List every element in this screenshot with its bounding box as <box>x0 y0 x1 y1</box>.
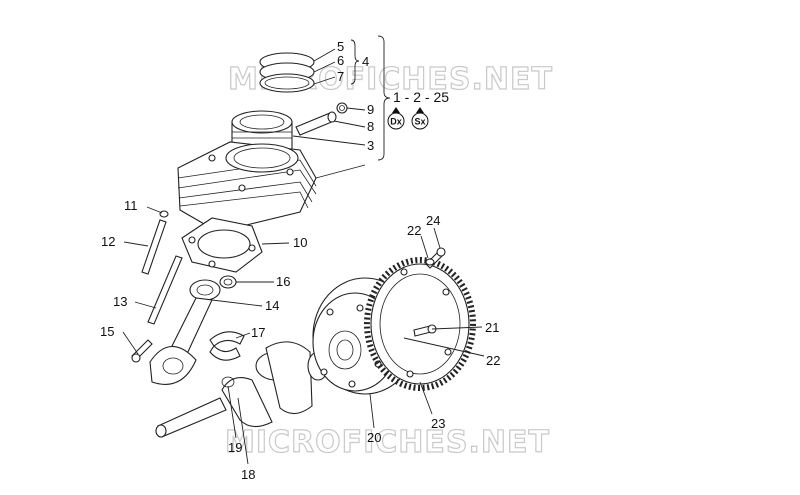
callout-5: 5 <box>337 39 344 54</box>
watermark-bottom: MICROFICHES.NET <box>225 425 550 460</box>
small-end-bushing <box>219 275 237 289</box>
bearing-shells <box>209 331 245 361</box>
callout-21: 21 <box>485 320 499 335</box>
sx-arrow-icon <box>416 107 424 113</box>
piston-pin <box>295 111 337 136</box>
leader-lines <box>122 48 485 465</box>
callout-8: 8 <box>367 119 374 134</box>
group-reference-text: 1 - 2 - 25 <box>393 89 449 105</box>
callout-17: 17 <box>251 325 265 340</box>
dx-arrow-icon <box>392 107 400 113</box>
cylinder <box>177 141 317 233</box>
dowel <box>159 210 169 218</box>
base-gasket <box>181 217 263 273</box>
piston-rings <box>259 52 315 93</box>
group-reference: 1 - 2 - 25 Dx Sx <box>387 89 449 130</box>
callout-10: 10 <box>293 235 307 250</box>
callout-15: 15 <box>100 324 114 339</box>
ring-gear <box>364 257 476 391</box>
sx-badge-label: Sx <box>414 117 425 127</box>
connecting-rod <box>149 279 221 385</box>
dx-badge-label: Dx <box>390 117 402 127</box>
callout-20: 20 <box>367 430 381 445</box>
callout-6: 6 <box>337 53 344 68</box>
callout-19: 19 <box>228 440 242 455</box>
stud-short <box>147 255 183 325</box>
callout-13: 13 <box>113 294 127 309</box>
callout-labels: 5 6 7 4 9 8 3 11 12 10 16 14 13 15 17 24… <box>100 39 500 482</box>
callout-7: 7 <box>337 69 344 84</box>
rod-bolt <box>131 339 153 363</box>
callout-16: 16 <box>276 274 290 289</box>
callout-12: 12 <box>101 234 115 249</box>
callout-22-top: 22 <box>407 223 421 238</box>
callout-23: 23 <box>431 416 445 431</box>
callout-9: 9 <box>367 102 374 117</box>
callout-24: 24 <box>426 213 440 228</box>
callout-11: 11 <box>124 198 138 213</box>
callout-3: 3 <box>367 138 374 153</box>
circlip <box>336 102 348 114</box>
callout-4: 4 <box>362 54 369 69</box>
brackets <box>350 35 391 161</box>
gear-washer <box>425 258 435 266</box>
dx-badge <box>387 112 405 130</box>
stud-long <box>141 219 167 275</box>
callout-14: 14 <box>265 298 279 313</box>
sx-badge <box>411 112 429 130</box>
callout-22-bottom: 22 <box>486 353 500 368</box>
callout-18: 18 <box>241 467 255 482</box>
